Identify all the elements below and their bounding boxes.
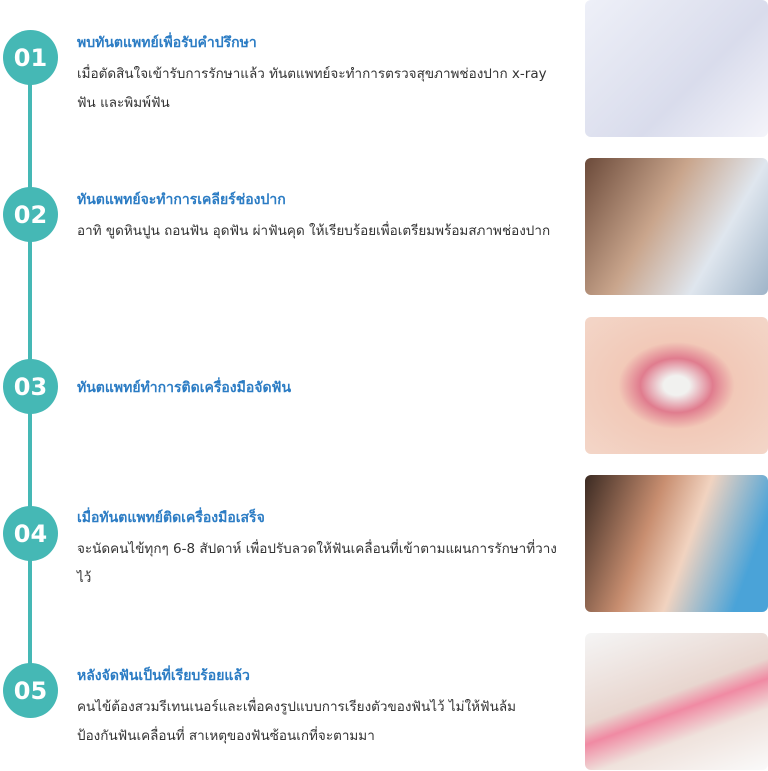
step-description: จะนัดคนไข้ทุกๆ 6-8 สัปดาห์ เพื่อปรับลวดใ… <box>77 541 557 586</box>
step-description: คนไข้ต้องสวมรีเทนเนอร์และเพื่อคงรูปแบบกา… <box>77 699 517 744</box>
step-title: หลังจัดฟันเป็นที่เรียบร้อยแล้ว <box>77 668 250 684</box>
step-title: พบทันตแพทย์เพื่อรับคำปรึกษา <box>77 35 257 51</box>
step-4: เมื่อทันตแพทย์ติดเครื่องมือเสร็จ จะนัดคน… <box>77 507 557 593</box>
patient-with-braces-photo <box>585 475 768 612</box>
step-2: ทันตแพทย์จะทำการเคลียร์ช่องปาก อาทิ ขูดห… <box>77 189 557 246</box>
step-description: อาทิ ขูดหินปูน ถอนฟัน อุดฟัน ผ่าฟันคุด ใ… <box>77 223 551 239</box>
step-number-badge: 05 <box>3 663 58 718</box>
braces-smile-photo <box>585 317 768 454</box>
step-5: หลังจัดฟันเป็นที่เรียบร้อยแล้ว คนไข้ต้อง… <box>77 665 557 751</box>
retainer-photo <box>585 633 768 770</box>
step-3: ทันตแพทย์ทำการติดเครื่องมือจัดฟัน <box>77 377 557 405</box>
step-number-badge: 04 <box>3 506 58 561</box>
dentist-examination-photo <box>585 158 768 295</box>
step-description: เมื่อตัดสินใจเข้ารับการรักษาแล้ว ทันตแพท… <box>77 66 547 111</box>
step-number-badge: 02 <box>3 187 58 242</box>
step-title: เมื่อทันตแพทย์ติดเครื่องมือเสร็จ <box>77 510 265 526</box>
step-title: ทันตแพทย์จะทำการเคลียร์ช่องปาก <box>77 192 286 208</box>
step-title: ทันตแพทย์ทำการติดเครื่องมือจัดฟัน <box>77 380 292 396</box>
xray-machine-photo <box>585 0 768 137</box>
step-number-badge: 01 <box>3 30 58 85</box>
step-1: พบทันตแพทย์เพื่อรับคำปรึกษา เมื่อตัดสินใ… <box>77 32 557 118</box>
step-number-badge: 03 <box>3 359 58 414</box>
